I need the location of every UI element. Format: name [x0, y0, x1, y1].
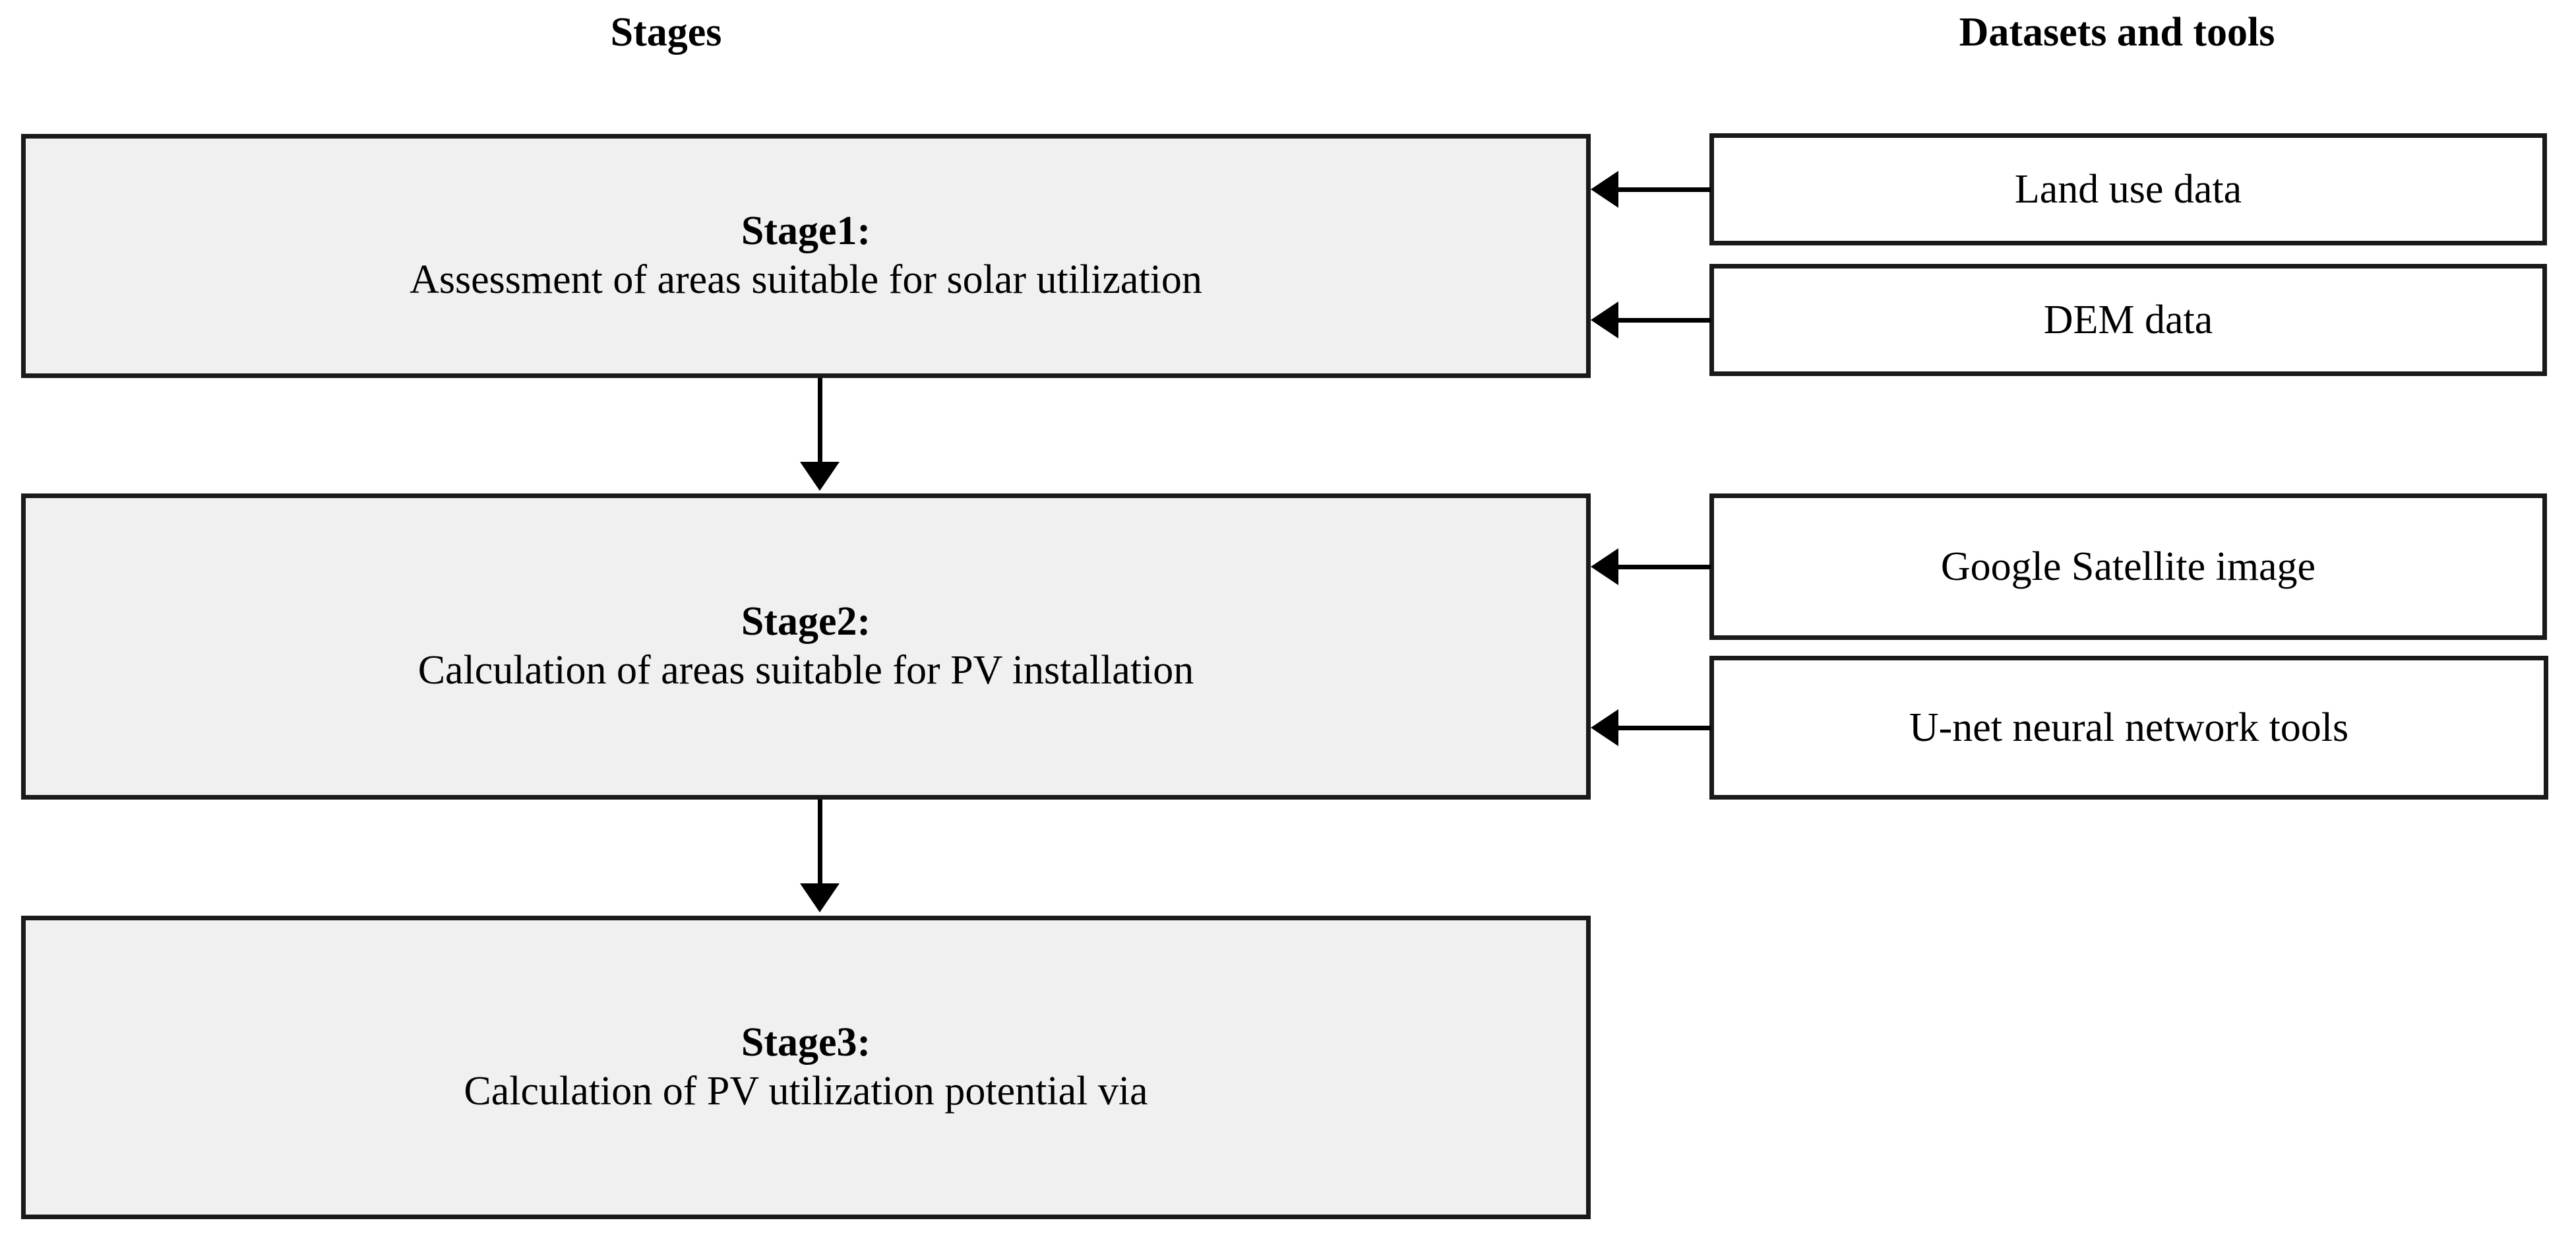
column-header-datasets-and-tools: Datasets and tools [1959, 10, 2275, 55]
resource-box-dem-data: DEM data [1709, 264, 2547, 376]
stage-1-title: Stage1: [741, 208, 871, 253]
arrow-down-icon-stage1-to-stage2 [800, 462, 840, 491]
resource-box-land-use-data: Land use data [1709, 133, 2547, 245]
stage-box-3: Stage3: Calculation of PV utilization po… [21, 916, 1591, 1219]
connector-stage1-to-stage2-line [818, 378, 822, 464]
stage-box-1: Stage1: Assessment of areas suitable for… [21, 134, 1591, 378]
stage-3-title: Stage3: [741, 1019, 871, 1065]
column-header-stages: Stages [610, 10, 722, 55]
connector-stage2-to-stage3-line [818, 800, 822, 885]
stage-1-description: Assessment of areas suitable for solar u… [410, 257, 1202, 302]
connector-google-satellite-to-stage2-line [1618, 565, 1711, 569]
arrow-left-icon-google-satellite-to-stage2 [1591, 548, 1618, 585]
stage-2-description: Calculation of areas suitable for PV ins… [417, 647, 1194, 693]
connector-unet-to-stage2-line [1618, 726, 1711, 730]
resource-box-google-satellite-image: Google Satellite image [1709, 493, 2547, 640]
stage-3-description: Calculation of PV utilization potential … [464, 1068, 1148, 1114]
stage-box-2: Stage2: Calculation of areas suitable fo… [21, 493, 1591, 800]
arrow-left-icon-unet-to-stage2 [1591, 709, 1618, 746]
arrow-left-icon-land-use-to-stage1 [1591, 171, 1618, 208]
arrow-left-icon-dem-to-stage1 [1591, 301, 1618, 338]
connector-dem-to-stage1-line [1618, 318, 1711, 323]
connector-land-use-to-stage1-line [1618, 187, 1711, 192]
stage-2-title: Stage2: [741, 598, 871, 644]
resource-box-u-net-neural-network-tools: U-net neural network tools [1709, 656, 2548, 800]
arrow-down-icon-stage2-to-stage3 [800, 883, 840, 912]
